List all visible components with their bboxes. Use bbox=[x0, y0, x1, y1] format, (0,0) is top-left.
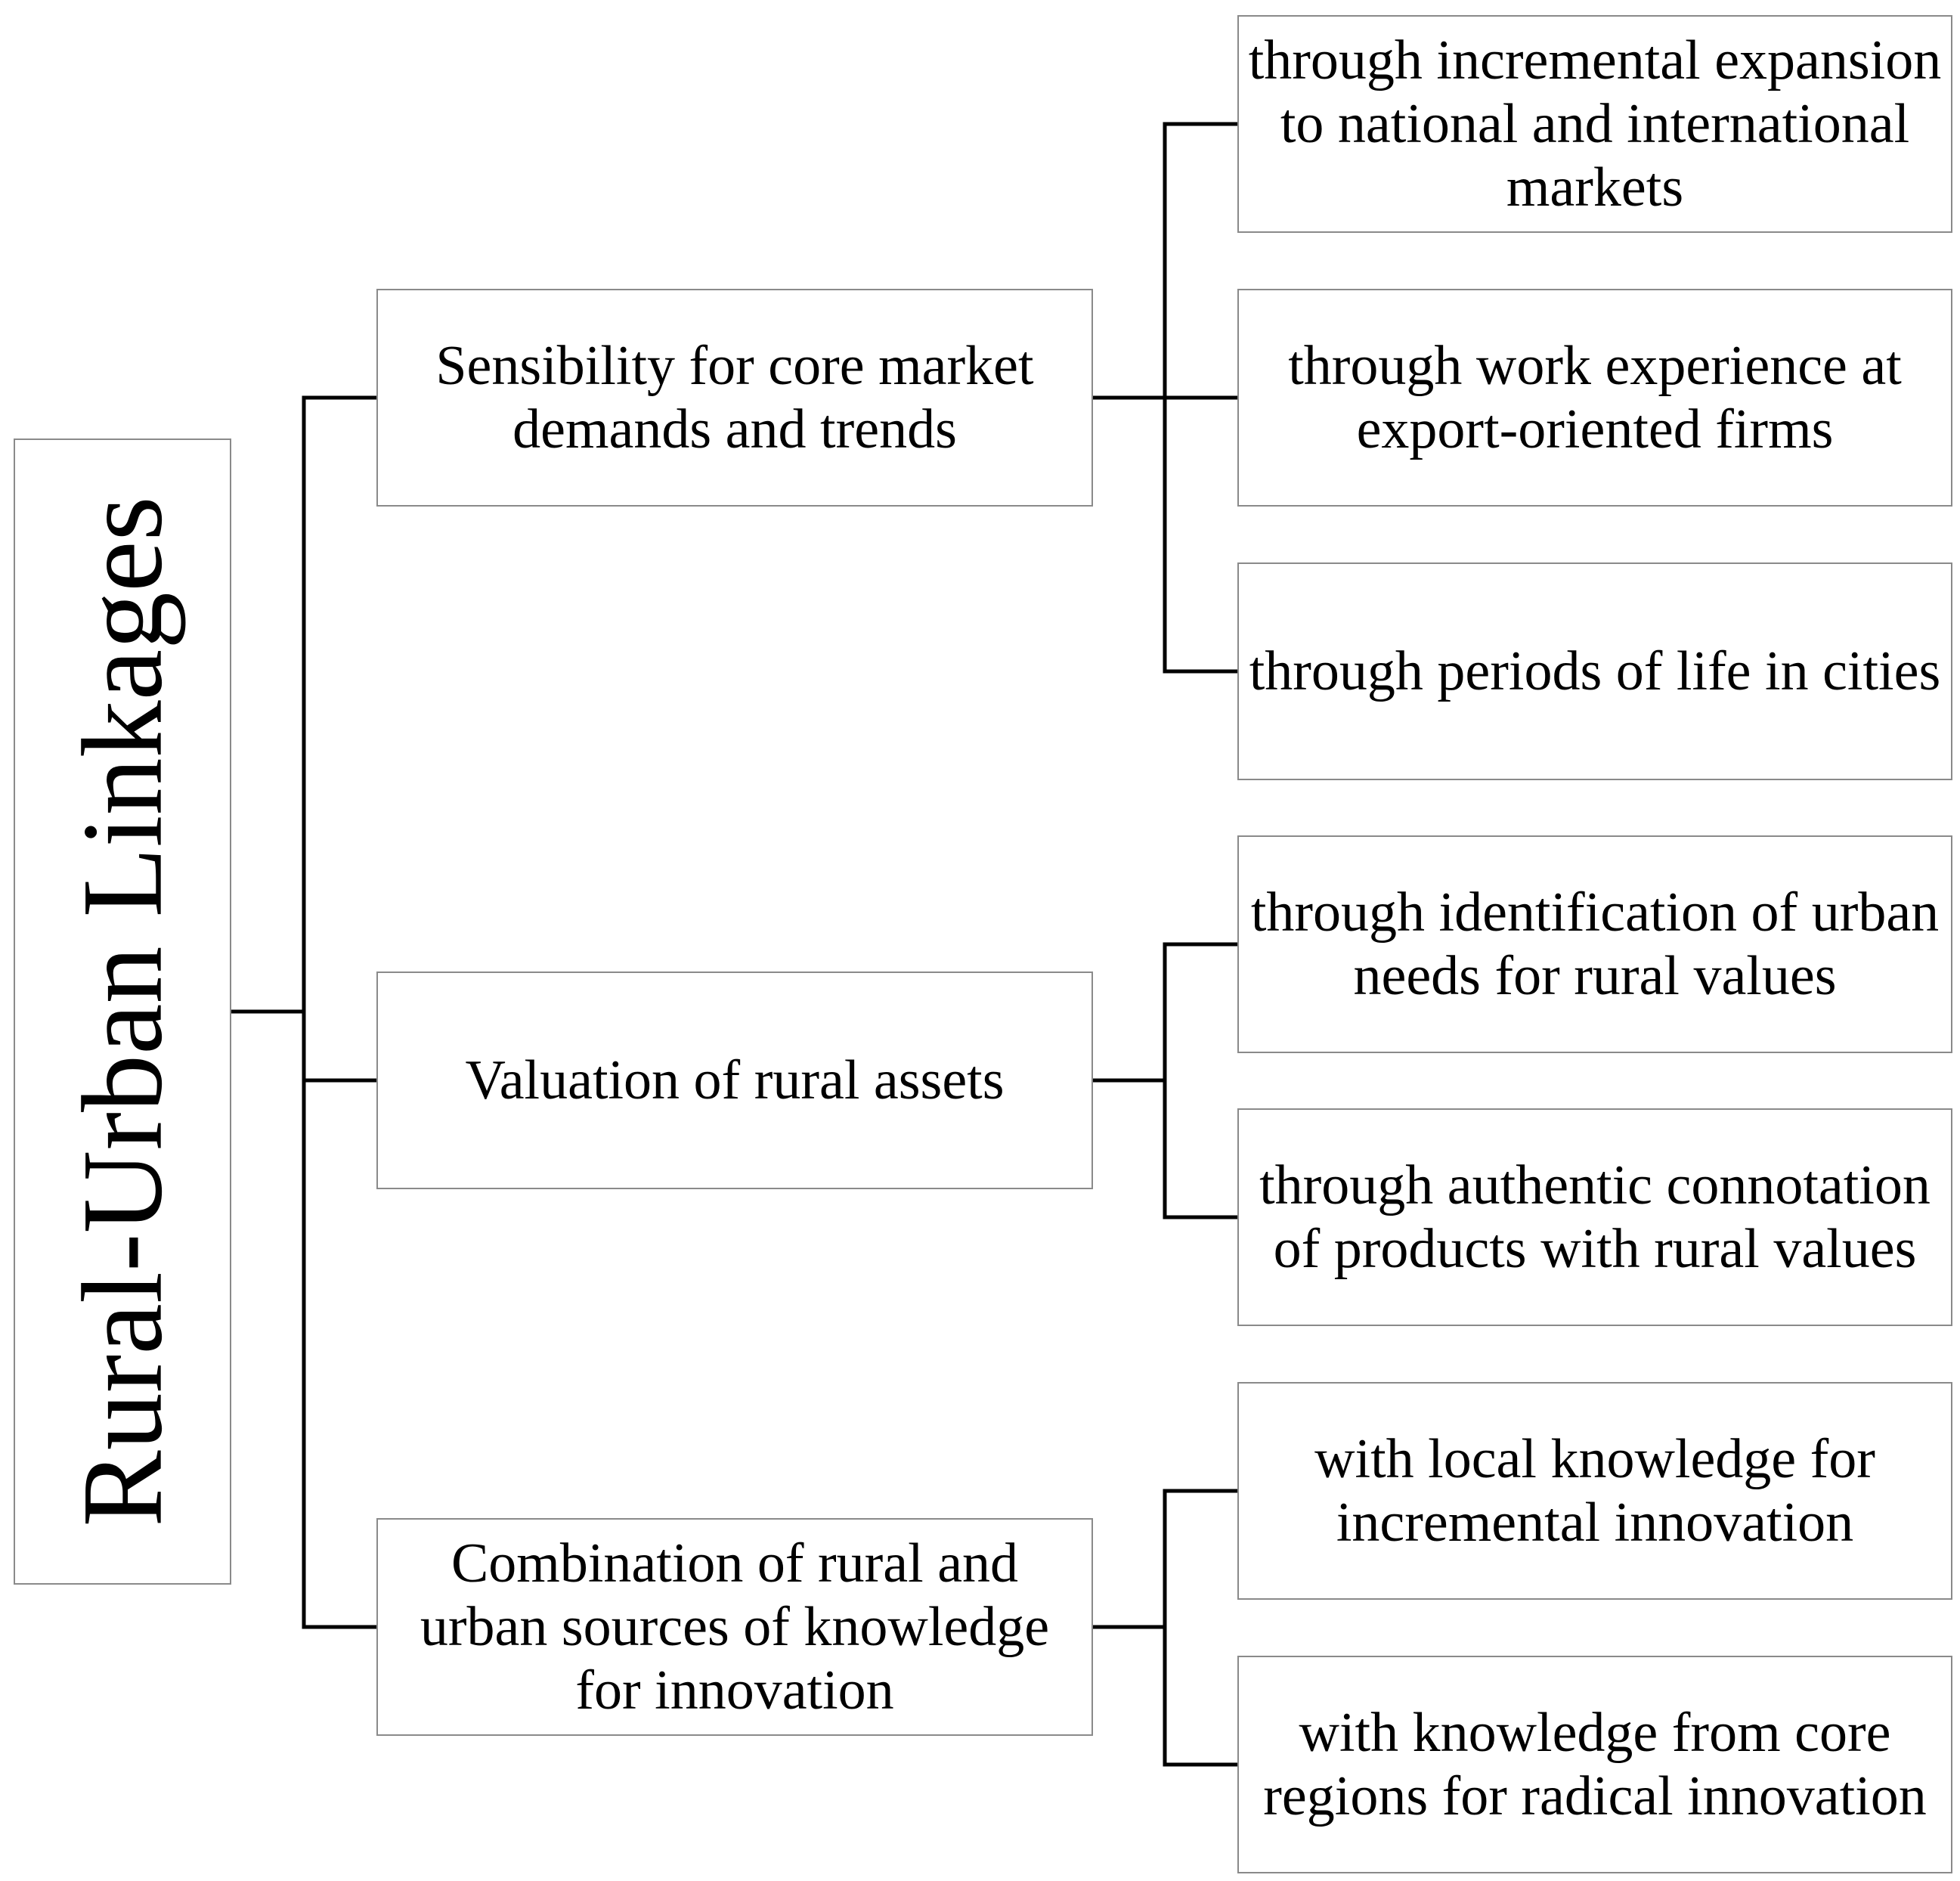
leaf-node: through identification of urban needs fo… bbox=[1237, 835, 1952, 1053]
branch-node-market-sensibility: Sensibility for core market demands and … bbox=[376, 289, 1093, 507]
leaf-label: through work experience at export-orient… bbox=[1288, 335, 1902, 460]
branch-label: Combination of rural and urban sources o… bbox=[420, 1532, 1050, 1721]
leaf-label: through authentic connotation of product… bbox=[1259, 1154, 1931, 1280]
branch-label: Valuation of rural assets bbox=[465, 1049, 1005, 1111]
leaf-node: through work experience at export-orient… bbox=[1237, 289, 1952, 507]
branch-node-knowledge-combination: Combination of rural and urban sources o… bbox=[376, 1518, 1093, 1736]
leaf-node: through authentic connotation of product… bbox=[1237, 1108, 1952, 1326]
leaf-node: with knowledge from core regions for rad… bbox=[1237, 1656, 1952, 1873]
leaf-label: with local knowledge for incremental inn… bbox=[1314, 1428, 1875, 1554]
leaf-node: through periods of life in cities bbox=[1237, 562, 1952, 780]
root-node: Rural-Urban Linkages bbox=[14, 438, 231, 1585]
leaf-node: with local knowledge for incremental inn… bbox=[1237, 1382, 1952, 1600]
leaf-label: with knowledge from core regions for rad… bbox=[1263, 1702, 1927, 1827]
leaf-label: through incremental expansion to nationa… bbox=[1248, 29, 1942, 218]
leaf-label: through identification of urban needs fo… bbox=[1250, 882, 1940, 1007]
branch-label: Sensibility for core market demands and … bbox=[435, 335, 1034, 460]
leaf-label: through periods of life in cities bbox=[1249, 640, 1941, 702]
root-label: Rural-Urban Linkages bbox=[59, 496, 187, 1527]
branch-node-rural-assets: Valuation of rural assets bbox=[376, 971, 1093, 1189]
leaf-node: through incremental expansion to nationa… bbox=[1237, 15, 1952, 233]
